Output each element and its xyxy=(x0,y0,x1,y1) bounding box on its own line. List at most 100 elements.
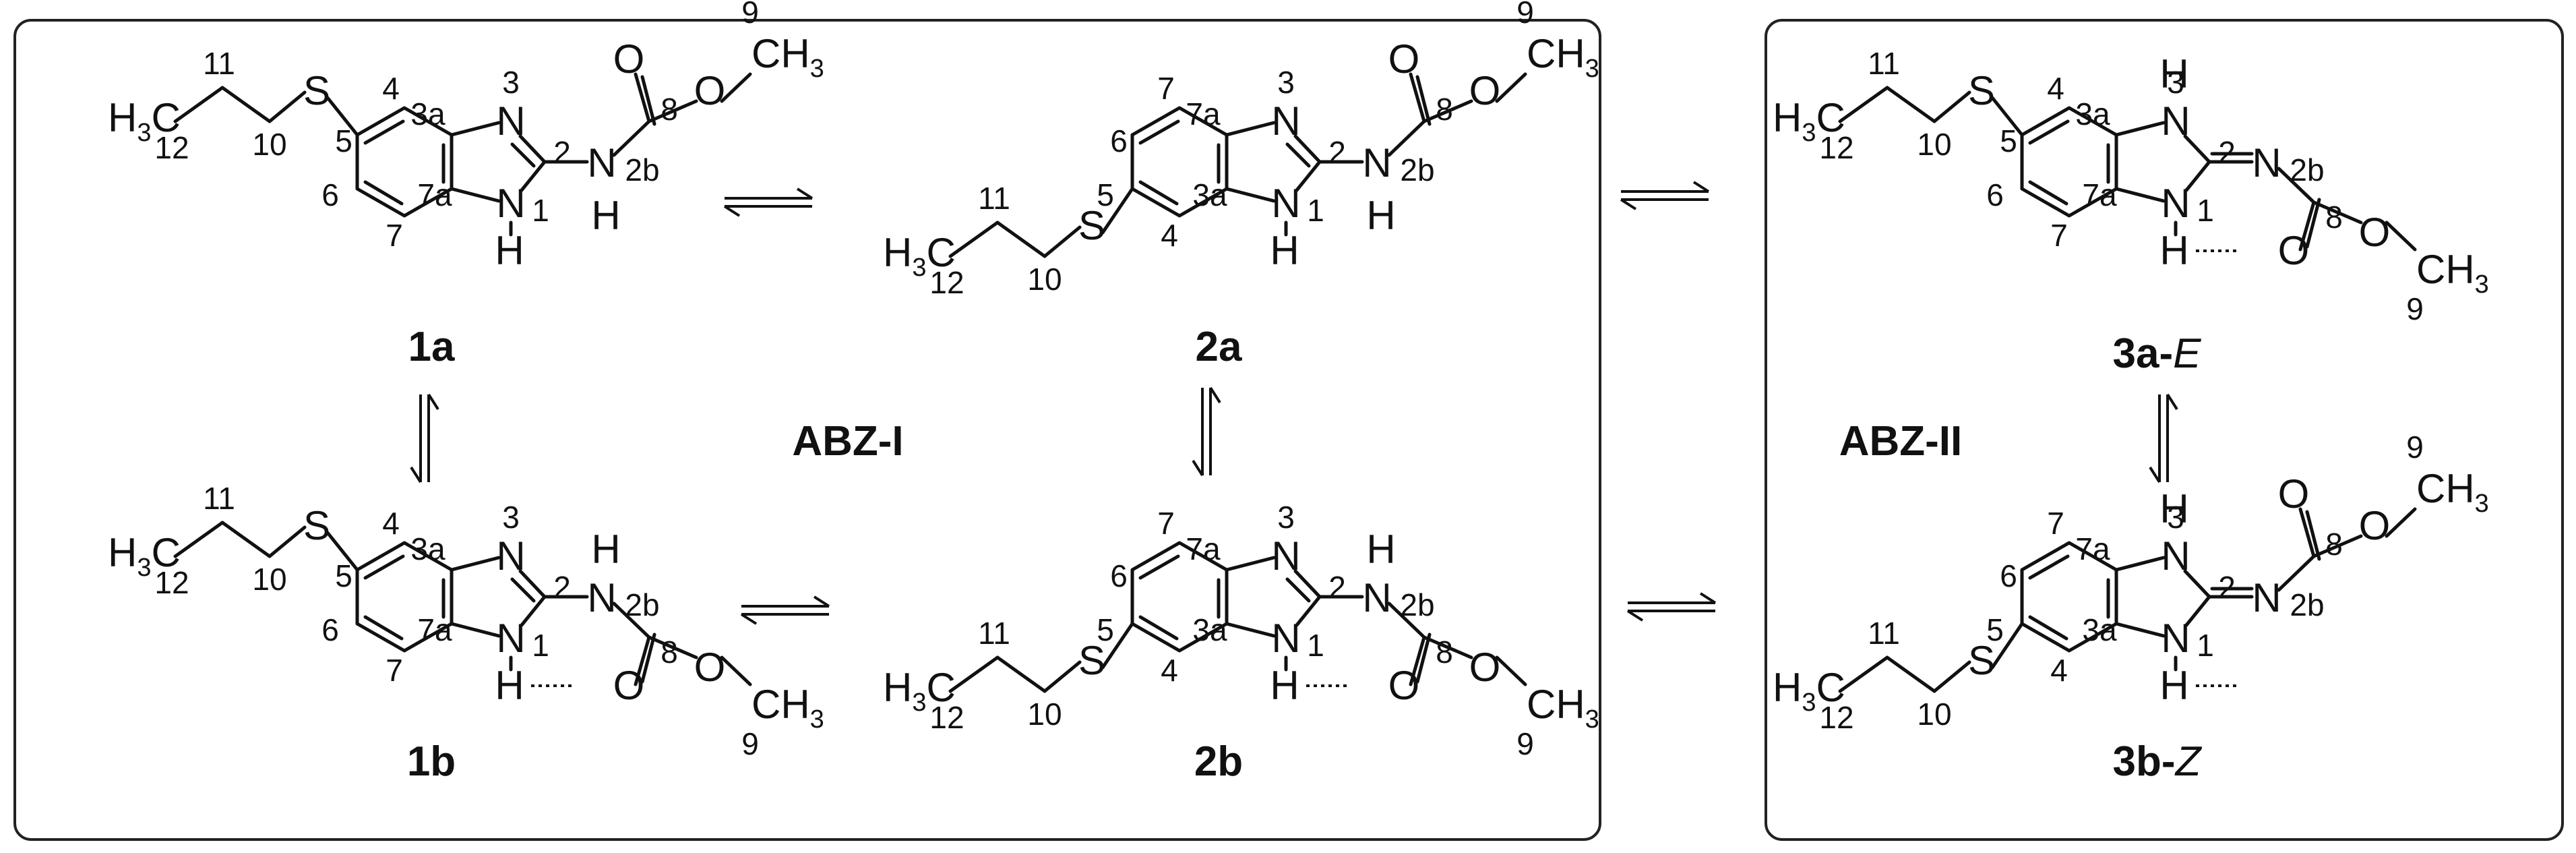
oxygen-atom: O xyxy=(613,36,645,82)
nitrogen-atom: N xyxy=(1271,181,1300,226)
locant: 3 xyxy=(2167,65,2184,100)
locant: 5 xyxy=(1986,612,2004,647)
locant: 12 xyxy=(1819,130,1853,165)
double-bond xyxy=(2305,198,2321,249)
locant: 9 xyxy=(741,0,759,30)
hydrogen-atom: H xyxy=(2159,486,2188,531)
bond xyxy=(2298,200,2316,252)
double-bond xyxy=(1285,142,1311,168)
locant: 11 xyxy=(978,181,1010,216)
locant: 3 xyxy=(502,500,520,535)
arrow-head xyxy=(1192,459,1204,477)
locant: 2b xyxy=(2290,587,2324,622)
ring-bond xyxy=(520,595,547,627)
locant: 7a xyxy=(2082,177,2117,212)
bond xyxy=(1409,635,1426,686)
locant: 9 xyxy=(1516,0,1534,30)
locant: 7a xyxy=(2075,531,2110,566)
aromatic-bond xyxy=(363,180,404,206)
aromatic-bond xyxy=(2028,119,2070,145)
arrow-head xyxy=(740,613,758,625)
compound-label-c2b: 2b xyxy=(1194,738,1243,785)
nitrogen-atom: N xyxy=(496,181,525,226)
bond xyxy=(720,655,752,686)
locant: 10 xyxy=(252,562,286,597)
compound-label-c2a: 2a xyxy=(1196,324,1242,370)
locant: 8 xyxy=(1436,92,1453,127)
bond xyxy=(220,521,272,558)
oxygen-atom: O xyxy=(1388,36,1420,82)
locant: 3a xyxy=(410,96,446,131)
locant: 9 xyxy=(741,726,759,761)
nitrogen-atom: N xyxy=(2252,140,2281,185)
nitrogen-atom: N xyxy=(587,575,616,620)
ring-bond xyxy=(450,121,501,137)
hydrogen-atom: H xyxy=(1366,527,1395,572)
bond xyxy=(2312,200,2363,225)
bond xyxy=(1932,90,1971,123)
ring-bond xyxy=(518,134,547,164)
locant: 7a xyxy=(417,612,452,647)
nitrogen-atom: N xyxy=(587,140,616,185)
equilibrium-arrow-2a-2b xyxy=(1192,386,1221,477)
locant: 3a xyxy=(2082,612,2117,647)
bond xyxy=(2277,554,2316,592)
bond xyxy=(647,99,698,123)
hydrogen-atom: H xyxy=(2159,51,2188,96)
methyl-group: H3C xyxy=(108,530,181,582)
bond xyxy=(612,601,651,639)
locant: 3a xyxy=(1192,177,1227,212)
arrow-head xyxy=(2166,393,2178,411)
locant: 12 xyxy=(154,565,189,600)
locant: 2b xyxy=(2290,152,2324,187)
bond xyxy=(2298,507,2316,558)
compound-label-c3b: 3b-Z xyxy=(2113,738,2203,785)
bond xyxy=(173,521,224,558)
arrow-head xyxy=(813,595,830,608)
locant: 2b xyxy=(1400,152,1434,187)
locant: 10 xyxy=(252,127,286,162)
double-bond xyxy=(2305,510,2321,561)
aromatic-bond xyxy=(2028,554,2070,580)
nitrogen-atom: N xyxy=(2161,181,2190,226)
ring-bond xyxy=(450,187,501,203)
locant: 4 xyxy=(2050,653,2068,688)
nitrogen-atom: N xyxy=(1271,616,1300,661)
nitrogen-atom: N xyxy=(1362,140,1391,185)
bond xyxy=(1838,86,1889,123)
locant: 7a xyxy=(417,177,452,212)
methyl-group: CH3 xyxy=(1527,682,1599,734)
ring-bond xyxy=(450,556,501,572)
locant: 12 xyxy=(929,265,964,300)
arrow-head xyxy=(1626,610,1644,622)
locant: 5 xyxy=(335,558,352,593)
bond xyxy=(995,220,1047,258)
nitrogen-atom: N xyxy=(2161,98,2190,144)
oxygen-atom: O xyxy=(694,68,726,113)
bond xyxy=(326,96,359,137)
locant: 9 xyxy=(2406,430,2424,465)
sulfur-atom: S xyxy=(1078,203,1105,248)
locant: 2 xyxy=(1328,570,1346,605)
bond xyxy=(1422,99,1473,123)
aromatic-bond xyxy=(1138,119,1180,145)
sulfur-atom: S xyxy=(1968,638,1995,683)
bond xyxy=(173,86,224,123)
ring-bond xyxy=(2114,187,2166,203)
hydrogen-atom: H xyxy=(591,527,620,572)
methyl-group: H3C xyxy=(108,95,181,147)
bond xyxy=(1101,187,1134,235)
sulfur-atom: S xyxy=(1078,638,1105,683)
aromatic-bond xyxy=(2028,180,2068,206)
oxygen-atom: O xyxy=(2359,210,2391,255)
locant: 8 xyxy=(2325,200,2343,235)
oxygen-atom: O xyxy=(2278,471,2310,517)
locant: 11 xyxy=(203,46,235,81)
nitrogen-atom: N xyxy=(1362,575,1391,620)
ring-bond xyxy=(1295,160,1322,192)
locant: 9 xyxy=(1516,726,1534,761)
locant: 11 xyxy=(1868,46,1900,81)
locant: 10 xyxy=(1027,697,1062,732)
abz-i-panel xyxy=(13,19,1601,841)
